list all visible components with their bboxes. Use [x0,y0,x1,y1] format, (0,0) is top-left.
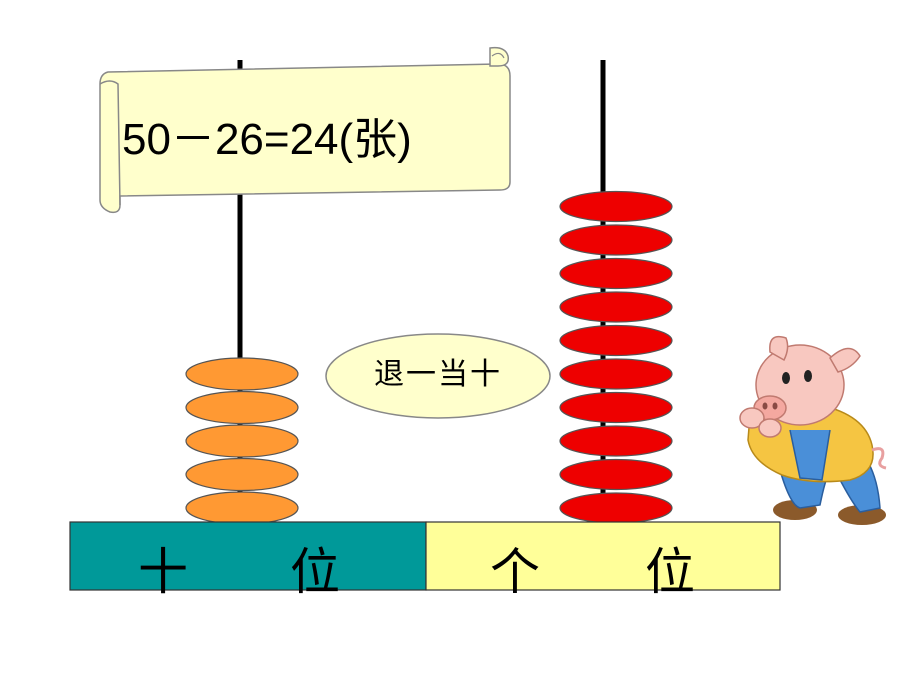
tens-base [69,521,427,591]
tens-bead [185,491,299,525]
ones-bead [559,257,673,290]
ones-bead [559,190,673,223]
ones-label-char-2: 位 [645,543,695,601]
tens-bead [185,457,299,492]
ones-label-char-1: 个 [490,543,540,601]
pig-icon [739,335,887,525]
scroll-icon [99,46,511,214]
tens-bead [185,390,299,425]
tens-label-char-1: 十 [138,543,188,601]
ones-base [425,521,781,591]
ones-bead [559,492,673,524]
tens-beads [185,357,299,525]
ones-beads [559,190,673,524]
ones-bead [559,391,673,424]
ones-bead [559,358,673,390]
ones-bead [559,324,673,357]
tens-bead [185,357,299,391]
ones-bead [559,458,673,491]
regroup-note: 退一当十 [374,357,502,392]
tens-label-char-2: 位 [290,543,340,601]
tens-bead [185,424,299,458]
equation-text: 50－26=24(张) [122,115,412,164]
regroup-bubble [325,333,551,419]
ones-bead [559,291,673,323]
ones-bead [559,224,673,256]
ones-bead [559,425,673,457]
